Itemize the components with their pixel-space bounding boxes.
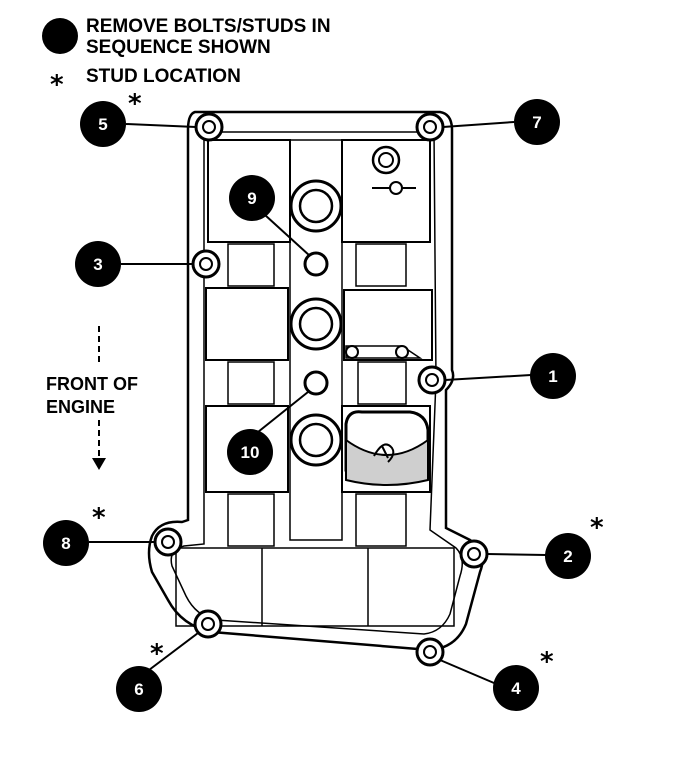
leader-lines xyxy=(89,121,547,684)
legend-stud-symbol: * xyxy=(50,70,64,100)
sequence-number-8: 8 xyxy=(61,534,70,553)
sequence-marker-2: 2 xyxy=(545,533,591,579)
oil-filler-cap xyxy=(344,410,430,486)
sequence-marker-10: 10 xyxy=(227,429,273,475)
legend-bolt-line2: SEQUENCE SHOWN xyxy=(86,37,271,58)
sequence-marker-6: 6 xyxy=(116,666,162,712)
front-of-engine-arrow xyxy=(92,326,106,470)
sequence-number-5: 5 xyxy=(98,115,107,134)
front-housing-panel xyxy=(175,547,455,627)
sequence-number-1: 1 xyxy=(548,367,557,386)
sequence-marker-3: 3 xyxy=(75,241,121,287)
sequence-marker-8: 8 xyxy=(43,520,89,566)
sequence-marker-5: 5 xyxy=(80,101,126,147)
stud-marker-4: * xyxy=(540,647,554,677)
front-of-engine-label-line1: FRONT OF xyxy=(46,374,138,394)
sequence-number-7: 7 xyxy=(532,113,541,132)
legend-bolt-dot xyxy=(42,18,78,54)
sequence-number-9: 9 xyxy=(247,189,256,208)
front-of-engine-label-line2: ENGINE xyxy=(46,397,115,417)
harness-bracket xyxy=(345,345,423,359)
sequence-number-2: 2 xyxy=(563,547,572,566)
sequence-number-4: 4 xyxy=(511,679,521,698)
sequence-marker-7: 7 xyxy=(514,99,560,145)
sequence-marker-4: 4 xyxy=(493,665,539,711)
stud-marker-2: * xyxy=(590,513,604,543)
sequence-number-10: 10 xyxy=(241,443,260,462)
sequence-marker-9: 9 xyxy=(229,175,275,221)
bolt-holes xyxy=(153,112,489,667)
sequence-marker-1: 1 xyxy=(530,353,576,399)
sequence-number-3: 3 xyxy=(93,255,102,274)
legend-stud-label: STUD LOCATION xyxy=(86,66,241,87)
stud-marker-6: * xyxy=(150,639,164,669)
stud-marker-8: * xyxy=(92,503,106,533)
spark-plug-bosses xyxy=(289,179,343,467)
stud-marker-5: * xyxy=(128,89,142,119)
legend-bolt-line1: REMOVE BOLTS/STUDS IN xyxy=(86,16,331,37)
pcv-valve xyxy=(371,145,416,195)
sequence-number-6: 6 xyxy=(134,680,143,699)
